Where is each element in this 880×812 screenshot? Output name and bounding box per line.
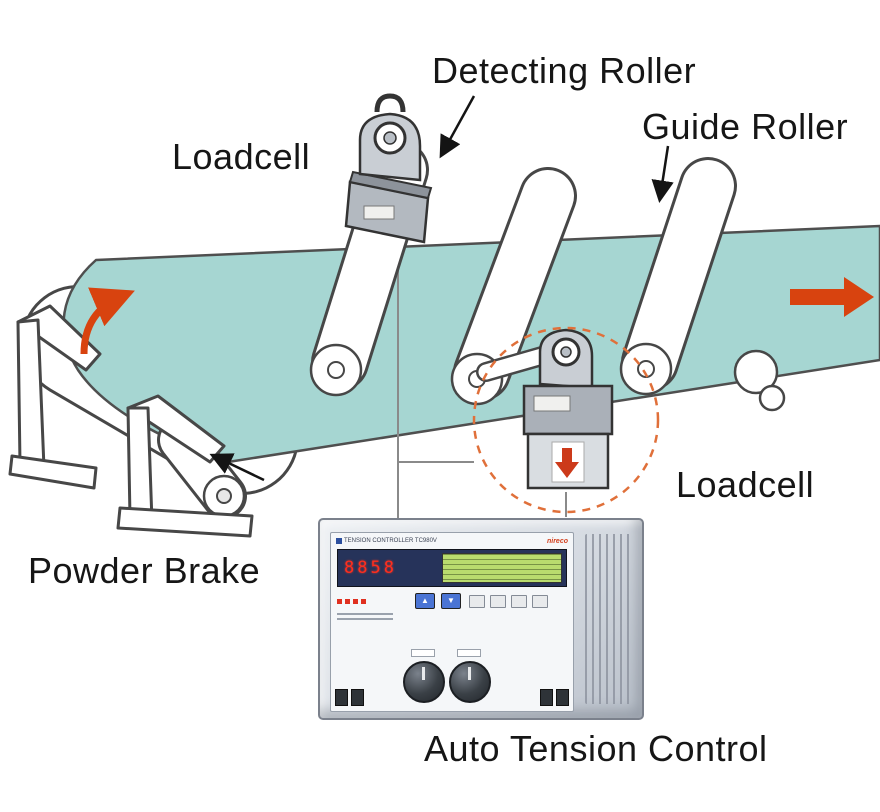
powder-brake-stand-left xyxy=(8,304,102,490)
knob-label-left xyxy=(411,649,435,657)
powder-brake-stand-right xyxy=(116,394,254,538)
controller-function-buttons xyxy=(469,595,548,608)
loadcell-top-assembly xyxy=(344,93,433,244)
function-button xyxy=(469,595,485,608)
controller-brand: nireco xyxy=(546,537,568,545)
adjust-knob-right xyxy=(449,661,491,703)
adjust-knob-left xyxy=(403,661,445,703)
rotation-arrow-icon xyxy=(80,287,135,355)
controller-casing: TENSION CONTROLLER TC980V nireco 8858 ▲ … xyxy=(318,518,644,720)
down-button: ▼ xyxy=(441,593,461,609)
label-auto-tension-control: Auto Tension Control xyxy=(424,728,768,769)
connector xyxy=(335,689,348,706)
web-direction-arrow-icon xyxy=(790,277,874,317)
pointer-detecting-roller xyxy=(439,95,476,159)
connector xyxy=(540,689,553,706)
knob-label-right xyxy=(457,649,481,657)
pointer-powder-brake xyxy=(209,453,265,482)
led-indicator xyxy=(337,599,342,604)
label-detecting-roller: Detecting Roller xyxy=(432,50,697,91)
loadcell-highlight-circle xyxy=(472,326,660,514)
controller-vents xyxy=(585,534,633,704)
pointer-guide-roller xyxy=(651,145,674,203)
up-button: ▲ xyxy=(415,593,435,609)
controller-front-panel: TENSION CONTROLLER TC980V nireco 8858 ▲ … xyxy=(330,532,574,712)
label-loadcell-top: Loadcell xyxy=(172,136,311,177)
tension-controller-device: TENSION CONTROLLER TC980V nireco 8858 ▲ … xyxy=(318,518,644,720)
guide-roller-right xyxy=(619,157,786,412)
function-button xyxy=(511,595,527,608)
led-indicator xyxy=(361,599,366,604)
controller-display: 8858 xyxy=(337,549,567,587)
label-guide-roller: Guide Roller xyxy=(642,106,849,147)
label-loadcell-bottom: Loadcell xyxy=(676,464,815,505)
controller-logo-icon xyxy=(336,538,342,544)
connector xyxy=(556,689,569,706)
guide-roller-middle xyxy=(450,167,577,406)
label-powder-brake: Powder Brake xyxy=(28,550,261,591)
connector-block-right xyxy=(540,689,569,706)
connector-block-left xyxy=(335,689,364,706)
controller-title: TENSION CONTROLLER TC980V xyxy=(336,538,437,544)
connector xyxy=(351,689,364,706)
controller-led-indicators xyxy=(337,593,403,623)
led-indicator xyxy=(353,599,358,604)
loadcell-down-arrow-icon xyxy=(555,448,579,478)
loadcell-bottom-assembly xyxy=(476,328,614,490)
controller-header: TENSION CONTROLLER TC980V nireco xyxy=(336,536,568,546)
controller-led-digits: 8858 xyxy=(344,558,397,578)
controller-lcd-screen xyxy=(442,553,562,583)
led-indicator xyxy=(345,599,350,604)
function-button xyxy=(532,595,548,608)
function-button xyxy=(490,595,506,608)
controller-arrow-buttons: ▲ ▼ xyxy=(415,593,461,609)
led-caption-lines xyxy=(337,613,393,623)
